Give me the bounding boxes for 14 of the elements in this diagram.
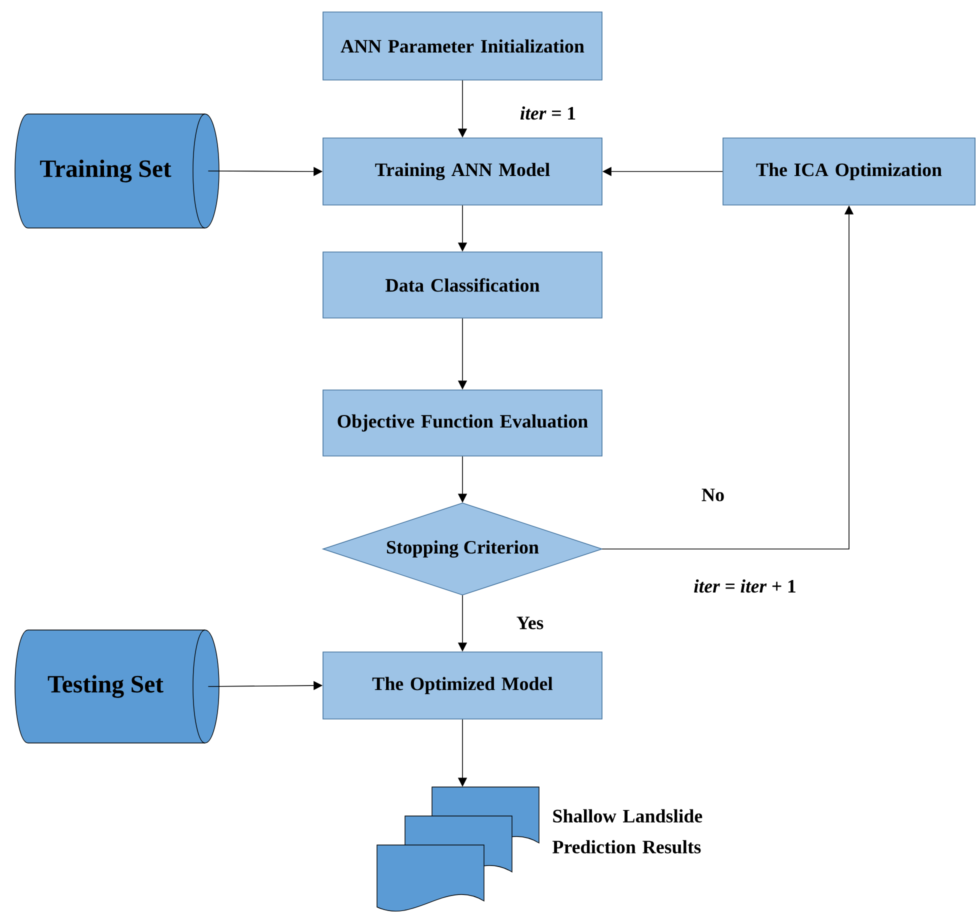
edge-label: No [700, 488, 726, 502]
edge-label: iter = 1 [518, 105, 578, 121]
process-box: The ICA Optimization [722, 138, 976, 206]
process-box: The Optimized Model [322, 652, 602, 720]
process-box: Objective Function Evaluation [322, 390, 602, 456]
edge-label: Yes [515, 616, 545, 630]
database-cylinder: Testing Set [14, 630, 220, 744]
database-cylinder: Training Set [14, 114, 220, 228]
document-stack-drawing [376, 786, 540, 912]
process-box: Training ANN Model [322, 138, 602, 206]
counter-label: iter = iter + 1 [694, 579, 796, 593]
process-box: Data Classification [322, 252, 602, 318]
caption-text: Shallow Landslide Prediction Results [552, 809, 702, 854]
process-box: ANN Parameter Initialization [322, 12, 602, 80]
